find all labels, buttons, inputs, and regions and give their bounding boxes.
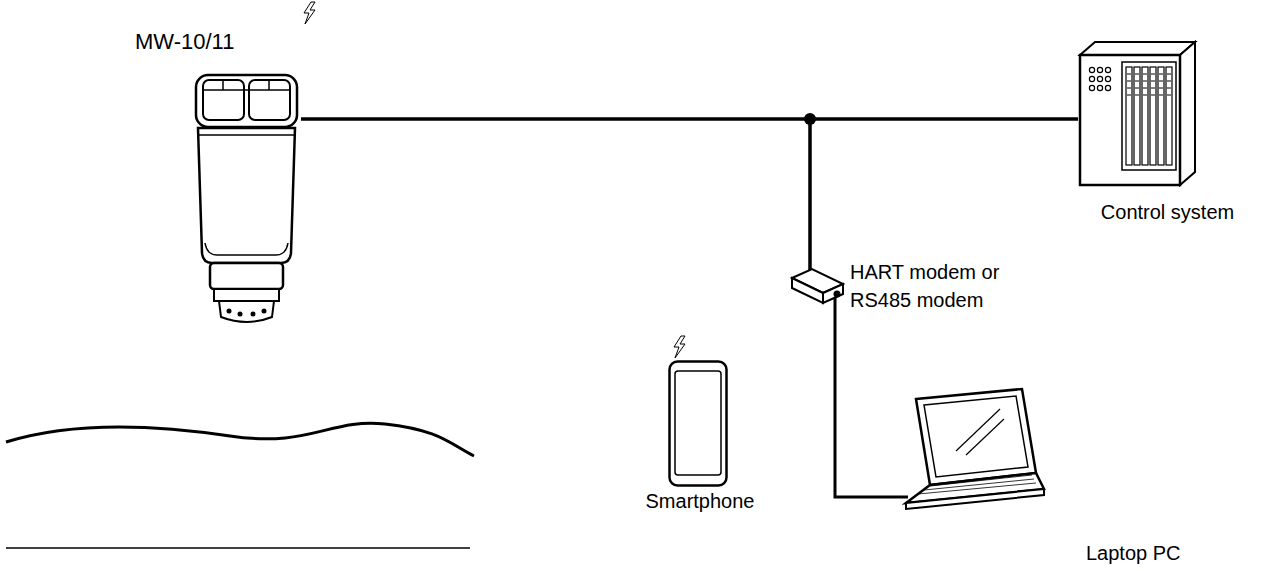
wireless-symbol [672,335,688,359]
smartphone-node: Smartphone [630,330,770,514]
device-label: Laptop PC [1086,539,1196,567]
control-system-node: Control system [1060,40,1275,225]
laptop-node: Laptop PC [904,385,1204,567]
device-label: HART modem or RS485 modem [850,258,1012,314]
signal-wire [810,119,1078,272]
device-label: Smartphone [630,487,770,515]
device-label: Control system [1060,198,1275,226]
control-cabinet-illustration [1078,40,1198,190]
signal-wire [301,119,810,272]
wireless-symbol [302,1,318,25]
radar-level-meter-node: MW-10/11 [130,0,320,332]
liquid-surface-line [6,423,474,456]
laptop-illustration [904,385,1046,511]
modem-illustration [790,266,846,306]
signal-wire [835,296,908,497]
device-label: MW-10/11 [135,28,315,56]
modem-node: HART modem or RS485 modem [788,258,1018,318]
tank-bottom-line [6,547,470,549]
junction-dot [804,113,816,125]
level-meter-illustration [193,73,301,330]
smartphone-illustration [668,360,728,487]
